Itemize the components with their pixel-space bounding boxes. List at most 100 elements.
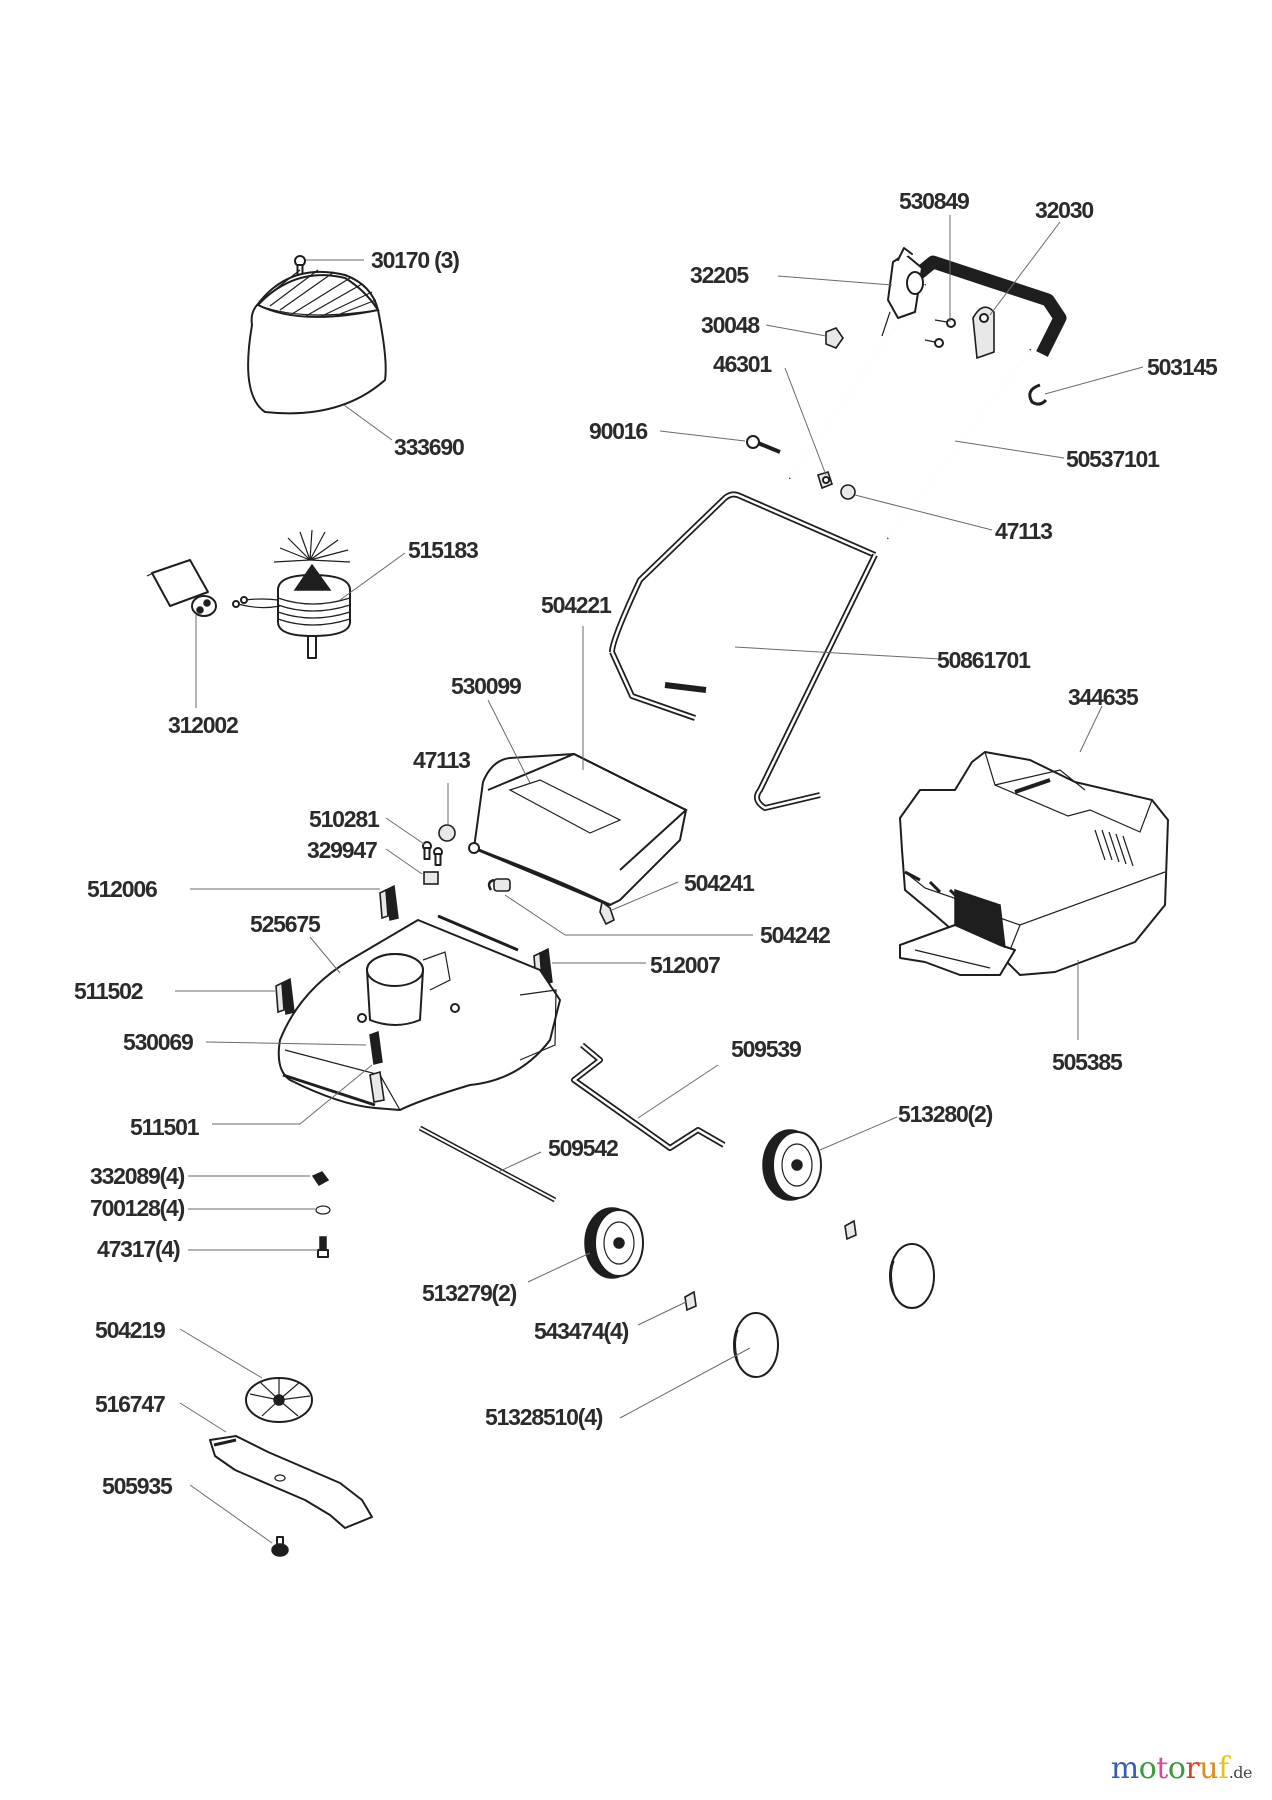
watermark-letter: m xyxy=(1110,1751,1139,1786)
leader-515183 xyxy=(339,552,406,601)
leader-509539 xyxy=(637,1064,719,1119)
label-700128: 700128(4) xyxy=(90,1195,185,1221)
leader-503145 xyxy=(1044,366,1144,395)
label-530849: 530849 xyxy=(899,188,969,214)
fan-drawing xyxy=(245,1377,313,1423)
nut-332089-drawing xyxy=(311,1171,330,1186)
screws-510281-drawing xyxy=(422,841,443,885)
label-312002: 312002 xyxy=(168,712,238,738)
leader-530099 xyxy=(487,699,531,784)
hub-cap-drawing xyxy=(733,1243,935,1378)
label-512006: 512006 xyxy=(87,876,157,902)
label-46301: 46301 xyxy=(713,351,772,377)
watermark-letter: f xyxy=(1218,1751,1229,1786)
blade-drawing xyxy=(209,1435,373,1529)
watermark-letter: t xyxy=(1156,1751,1168,1786)
clip-511502-drawing xyxy=(275,977,295,1015)
label-512007: 512007 xyxy=(650,952,720,978)
label-50537101: 50537101 xyxy=(1066,446,1160,472)
nut-30048-drawing xyxy=(825,327,844,349)
label-504219: 504219 xyxy=(95,1317,165,1343)
label-47113-upper: 47113 xyxy=(995,518,1052,544)
watermark-letter: o xyxy=(1167,1751,1186,1786)
label-509542: 509542 xyxy=(548,1135,618,1161)
knob-nut-upper-drawing xyxy=(840,484,856,500)
label-32205: 32205 xyxy=(690,262,749,288)
label-509539: 509539 xyxy=(731,1036,801,1062)
label-505385: 505385 xyxy=(1052,1049,1123,1075)
leader-509542 xyxy=(497,1151,542,1173)
label-515183: 515183 xyxy=(408,537,478,563)
front-axle-drawing xyxy=(418,1125,557,1203)
label-47113-middle: 47113 xyxy=(413,747,470,773)
screw-47317-drawing xyxy=(317,1236,329,1258)
switch-box-drawing xyxy=(881,247,924,337)
leader-50861701 xyxy=(734,646,941,660)
label-90016: 90016 xyxy=(589,418,647,444)
leader-505935 xyxy=(189,1484,273,1544)
leader-513279 xyxy=(527,1252,591,1283)
front-wheel-drawing xyxy=(584,1207,644,1279)
label-511502: 511502 xyxy=(74,978,143,1004)
leader-344635 xyxy=(1079,705,1103,753)
leader-lines xyxy=(175,215,1144,1544)
leader-32030 xyxy=(989,221,1061,316)
rear-flap-drawing xyxy=(468,752,688,907)
label-47317: 47317(4) xyxy=(97,1236,180,1262)
knob-nut-middle-drawing xyxy=(438,824,456,842)
grass-box-drawing xyxy=(899,751,1169,976)
housing-drawing xyxy=(277,914,561,1111)
leader-333690 xyxy=(343,404,393,441)
leader-30048 xyxy=(765,324,827,337)
label-511501: 511501 xyxy=(130,1114,200,1140)
label-30048: 30048 xyxy=(701,312,760,338)
leader-32205 xyxy=(777,275,893,286)
lower-handle-drawing xyxy=(609,491,878,811)
label-50861701: 50861701 xyxy=(937,647,1031,673)
leader-513280 xyxy=(819,1116,898,1151)
leader-511501-d xyxy=(299,1064,373,1125)
label-513279: 513279(2) xyxy=(422,1280,517,1306)
label-505935: 505935 xyxy=(102,1473,173,1499)
leader-510281 xyxy=(385,817,425,845)
label-344635: 344635 xyxy=(1068,684,1139,710)
flap-axle-drawing xyxy=(599,900,615,926)
leader-504241 xyxy=(611,881,679,911)
rear-wheel-drawing xyxy=(762,1129,822,1201)
motoruf-watermark-logo: motoruf.de xyxy=(1110,1751,1253,1786)
label-516747: 516747 xyxy=(95,1391,165,1417)
label-530099: 530099 xyxy=(451,673,521,699)
label-333690: 333690 xyxy=(394,434,464,460)
leader-525675 xyxy=(309,936,341,974)
label-513280: 513280(2) xyxy=(898,1101,993,1127)
leader-90016 xyxy=(659,430,746,442)
blade-bolt-drawing xyxy=(271,1536,289,1557)
leader-504242-d xyxy=(504,894,566,936)
leader-47113-upper xyxy=(854,494,993,531)
label-503145: 503145 xyxy=(1147,354,1218,380)
label-504242: 504242 xyxy=(760,922,830,948)
part-labels: 30170 (3) 333690 515183 312002 530849 32… xyxy=(74,188,1219,1499)
screws-530849-drawing xyxy=(924,318,956,348)
label-504221: 504221 xyxy=(541,592,612,618)
label-525675: 525675 xyxy=(250,911,321,937)
leader-46301 xyxy=(784,367,827,476)
label-530069: 530069 xyxy=(123,1029,193,1055)
label-504241: 504241 xyxy=(684,870,755,896)
leader-50537101 xyxy=(954,440,1065,459)
spring-drawing xyxy=(487,878,511,892)
label-329947: 329947 xyxy=(307,837,377,863)
watermark-tld: .de xyxy=(1228,1763,1253,1782)
watermark-letter: o xyxy=(1138,1751,1157,1786)
label-30170: 30170 (3) xyxy=(371,247,459,273)
cable-clip-drawing xyxy=(972,306,995,360)
label-332089: 332089(4) xyxy=(90,1163,185,1189)
motor-cover-drawing xyxy=(247,269,387,415)
motor-drawing xyxy=(232,529,351,659)
washer-700128-drawing xyxy=(315,1205,331,1215)
rear-axle-drawing xyxy=(571,1042,726,1151)
watermark-letter: r xyxy=(1185,1751,1200,1786)
leader-329947 xyxy=(385,848,423,875)
bolt-90016-drawing xyxy=(746,435,781,454)
